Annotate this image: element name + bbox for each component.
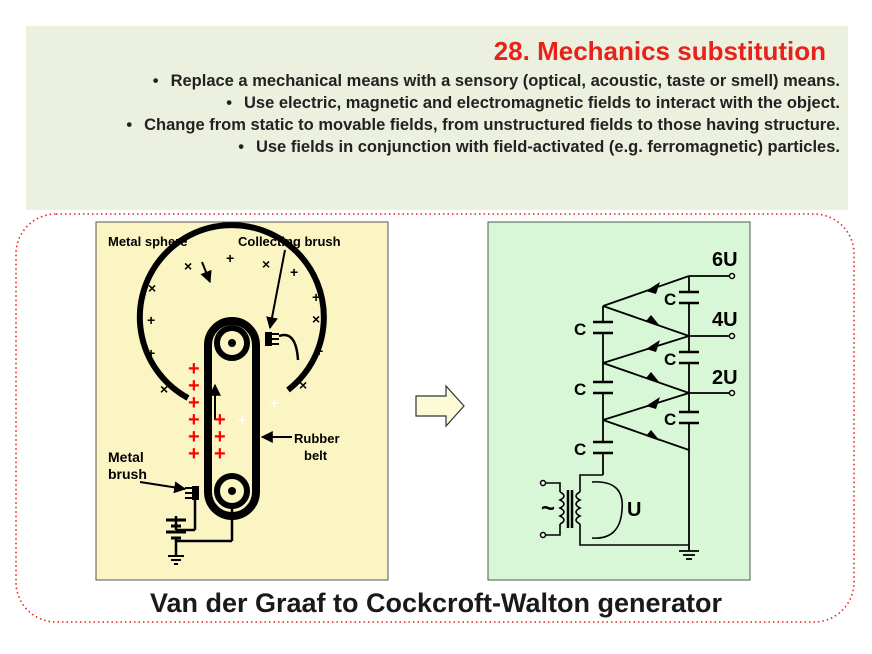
svg-text:+: +	[290, 264, 298, 280]
capacitor-icon	[679, 290, 699, 425]
output-4u-label: 4U	[712, 309, 738, 331]
metal-brush-label-2: brush	[108, 466, 147, 482]
svg-text:+: +	[188, 409, 200, 431]
bullet-item: •Use fields in conjunction with field-ac…	[238, 138, 840, 156]
header-panel: 28. Mechanics substitution •Replace a me…	[26, 26, 848, 210]
ground-icon	[679, 545, 699, 560]
source-arc	[591, 481, 623, 539]
capacitor-label: C	[574, 380, 586, 399]
ac-symbol: ~	[541, 495, 555, 522]
rubber-belt-label-1: Rubber	[294, 431, 340, 446]
bottom-pulley-axle	[228, 487, 236, 495]
svg-text:×: ×	[312, 311, 320, 327]
cockcroft-walton-diagram: 6U 4U 2U C C C C C C U ~	[487, 221, 751, 581]
svg-text:×: ×	[160, 381, 168, 397]
diode-icon	[646, 282, 660, 441]
svg-text:+: +	[188, 443, 200, 465]
svg-text:+: +	[315, 343, 323, 359]
belt-charges: + + + + + + + + +	[188, 358, 226, 465]
svg-text:×: ×	[262, 256, 270, 272]
capacitor-label: C	[664, 350, 676, 369]
capacitor-label: C	[664, 410, 676, 429]
metal-sphere-label: Metal sphere	[108, 234, 187, 249]
right-arrow-icon	[415, 384, 465, 428]
svg-text:×: ×	[184, 258, 192, 274]
output-6u-label: 6U	[712, 249, 738, 271]
capacitor-label: C	[574, 440, 586, 459]
bullet-list: •Replace a mechanical means with a senso…	[26, 70, 840, 158]
svg-text:×: ×	[148, 280, 156, 296]
belt-white-charges: + +	[238, 395, 278, 428]
metal-sphere-pointer	[200, 261, 212, 284]
source-u-label: U	[627, 499, 641, 521]
svg-text:+: +	[312, 289, 320, 305]
svg-text:+: +	[214, 426, 226, 448]
caption: Van der Graaf to Cockcroft-Walton genera…	[149, 588, 723, 618]
output-column	[688, 275, 730, 545]
svg-text:+: +	[214, 409, 226, 431]
svg-text:+: +	[188, 375, 200, 397]
left-panel	[95, 221, 389, 581]
bullet-item: •Use electric, magnetic and electromagne…	[226, 94, 840, 112]
metal-brush-label-1: Metal	[108, 449, 144, 465]
capacitor-label: C	[574, 320, 586, 339]
svg-text:+: +	[188, 358, 200, 380]
collecting-brush-pointer	[266, 249, 286, 330]
input-terminals	[539, 479, 547, 539]
metal-brush-pointer	[139, 481, 187, 494]
svg-text:+: +	[188, 392, 200, 414]
svg-text:+: +	[226, 250, 234, 266]
capacitor-icon	[593, 320, 613, 455]
rubber-belt-label-2: belt	[304, 448, 328, 463]
collecting-brush	[265, 332, 300, 361]
svg-text:×: ×	[299, 377, 307, 393]
metal-sphere	[136, 222, 327, 401]
svg-text:+: +	[188, 426, 200, 448]
collecting-brush-label: Collecting brush	[238, 234, 341, 249]
sphere-charges: × + × + + × + × × + + ×	[147, 250, 323, 397]
output-terminals	[728, 272, 736, 397]
svg-text:+: +	[238, 412, 246, 428]
bullet-item: •Replace a mechanical means with a senso…	[152, 72, 840, 90]
rubber-belt	[204, 317, 260, 520]
dotted-frame	[15, 213, 855, 623]
svg-text:+: +	[147, 312, 155, 328]
svg-text:+: +	[270, 395, 278, 411]
bottom-pulley	[214, 473, 250, 509]
capacitor-label: C	[664, 290, 676, 309]
bullet-item: •Change from static to movable fields, f…	[126, 116, 840, 134]
van-de-graaff-diagram: × + × + + × + × × + + × + + + + + + + + …	[95, 221, 389, 581]
battery-icon	[166, 508, 234, 556]
top-pulley	[214, 325, 250, 361]
svg-text:+: +	[147, 345, 155, 361]
slide-title: 28. Mechanics substitution	[493, 36, 826, 66]
svg-text:+: +	[214, 443, 226, 465]
transformer-icon	[545, 474, 689, 546]
top-pulley-axle	[228, 339, 236, 347]
output-2u-label: 2U	[712, 367, 738, 389]
right-panel	[487, 221, 751, 581]
ground-icon	[168, 555, 184, 565]
